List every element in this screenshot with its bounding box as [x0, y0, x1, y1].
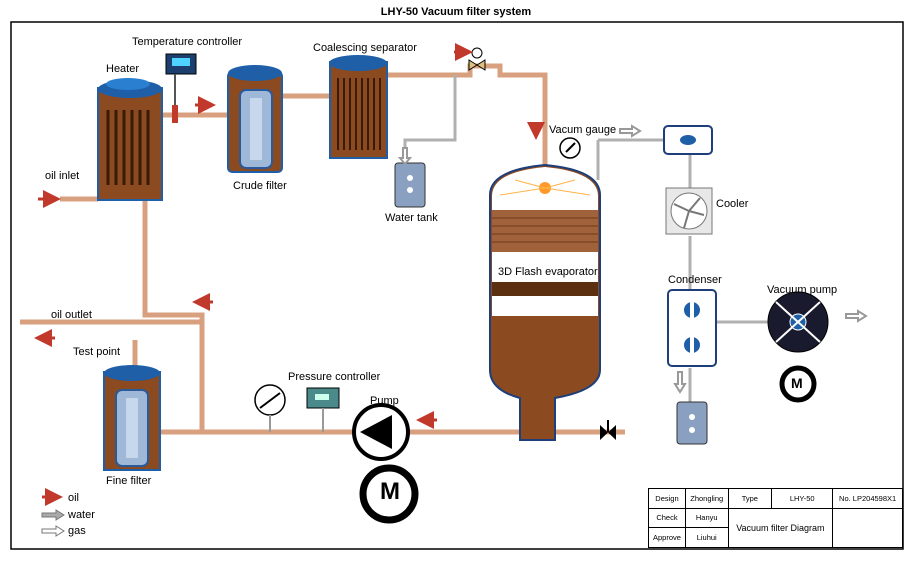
label-coalescing-separator: Coalescing separator	[313, 42, 417, 54]
pressure-gauge	[254, 384, 286, 432]
heater-vessel	[97, 78, 163, 201]
label-vacuum-gauge: Vacum gauge	[549, 124, 617, 136]
inlet-valve	[468, 47, 486, 71]
cooler-fan	[665, 187, 713, 235]
diagram-title: LHY-50 Vacuum filter system	[380, 6, 532, 18]
label-test-point: Test point	[73, 346, 121, 358]
main-pump-motor	[359, 464, 419, 524]
vacuum-pump	[767, 291, 829, 353]
label-crude-filter: Crude filter	[233, 180, 287, 192]
water-tank-lower	[676, 401, 708, 445]
label-vacuum-pump: Vacuum pump	[767, 284, 838, 296]
condenser-box	[667, 289, 717, 367]
crude-filter-vessel	[227, 65, 283, 173]
label-temperature-controller: Temperature controller	[132, 36, 243, 48]
temperature-controller-box	[165, 53, 197, 123]
legend-water-text: water	[68, 509, 95, 521]
label-cooler: Cooler	[716, 198, 749, 210]
vacuum-gauge	[559, 137, 581, 159]
tb-number: No. LP204598X1	[832, 488, 903, 509]
label-water-tank: Water tank	[385, 212, 438, 224]
pressure-controller-box	[306, 387, 340, 432]
label-oil-outlet: oil outlet	[51, 309, 92, 321]
coalescing-separator-vessel	[329, 55, 388, 159]
pump-motor-letter: M	[380, 478, 400, 505]
outlet-valve	[600, 420, 616, 440]
main-pump	[352, 403, 410, 461]
vacuum-pump-motor	[779, 365, 817, 403]
vacuum-motor-letter: M	[791, 375, 803, 391]
oil-flow-arrows	[34, 43, 545, 429]
label-pressure-controller: Pressure controller	[288, 371, 381, 383]
tb-check-label: Check	[648, 507, 686, 529]
label-pump: Pump	[370, 395, 399, 407]
flash-evaporator-vessel	[489, 163, 601, 441]
title-block: Design Zhongling Type LHY-50 No. LP20459…	[648, 488, 903, 549]
tb-design-name: Zhongling	[684, 488, 729, 509]
tb-check-name: Hanyu	[684, 507, 729, 529]
water-tank-upper	[394, 162, 426, 208]
tb-type-value: LHY-50	[771, 488, 834, 509]
label-heater: Heater	[106, 63, 140, 75]
label-oil-inlet: oil inlet	[45, 170, 80, 182]
legend-oil-text: oil	[68, 492, 80, 504]
legend-symbols	[41, 488, 65, 537]
tb-empty	[832, 507, 903, 549]
label-condenser: Condenser	[668, 274, 722, 286]
tb-type-label: Type	[727, 488, 773, 509]
tb-approve-label: Approve	[648, 527, 686, 548]
drawing-frame	[10, 21, 904, 550]
cooler-top-box	[663, 125, 713, 155]
label-flash-evaporator: 3D Flash evaporator	[498, 266, 598, 278]
tb-design-label: Design	[648, 488, 686, 509]
tb-drawing-name: Vacuum filter Diagram	[727, 507, 834, 549]
fine-filter-vessel	[103, 365, 161, 471]
label-fine-filter: Fine filter	[106, 475, 152, 487]
gas-flow-arrows	[397, 124, 868, 394]
tb-approve-name: Liuhui	[684, 527, 729, 548]
legend-gas-text: gas	[68, 525, 86, 537]
